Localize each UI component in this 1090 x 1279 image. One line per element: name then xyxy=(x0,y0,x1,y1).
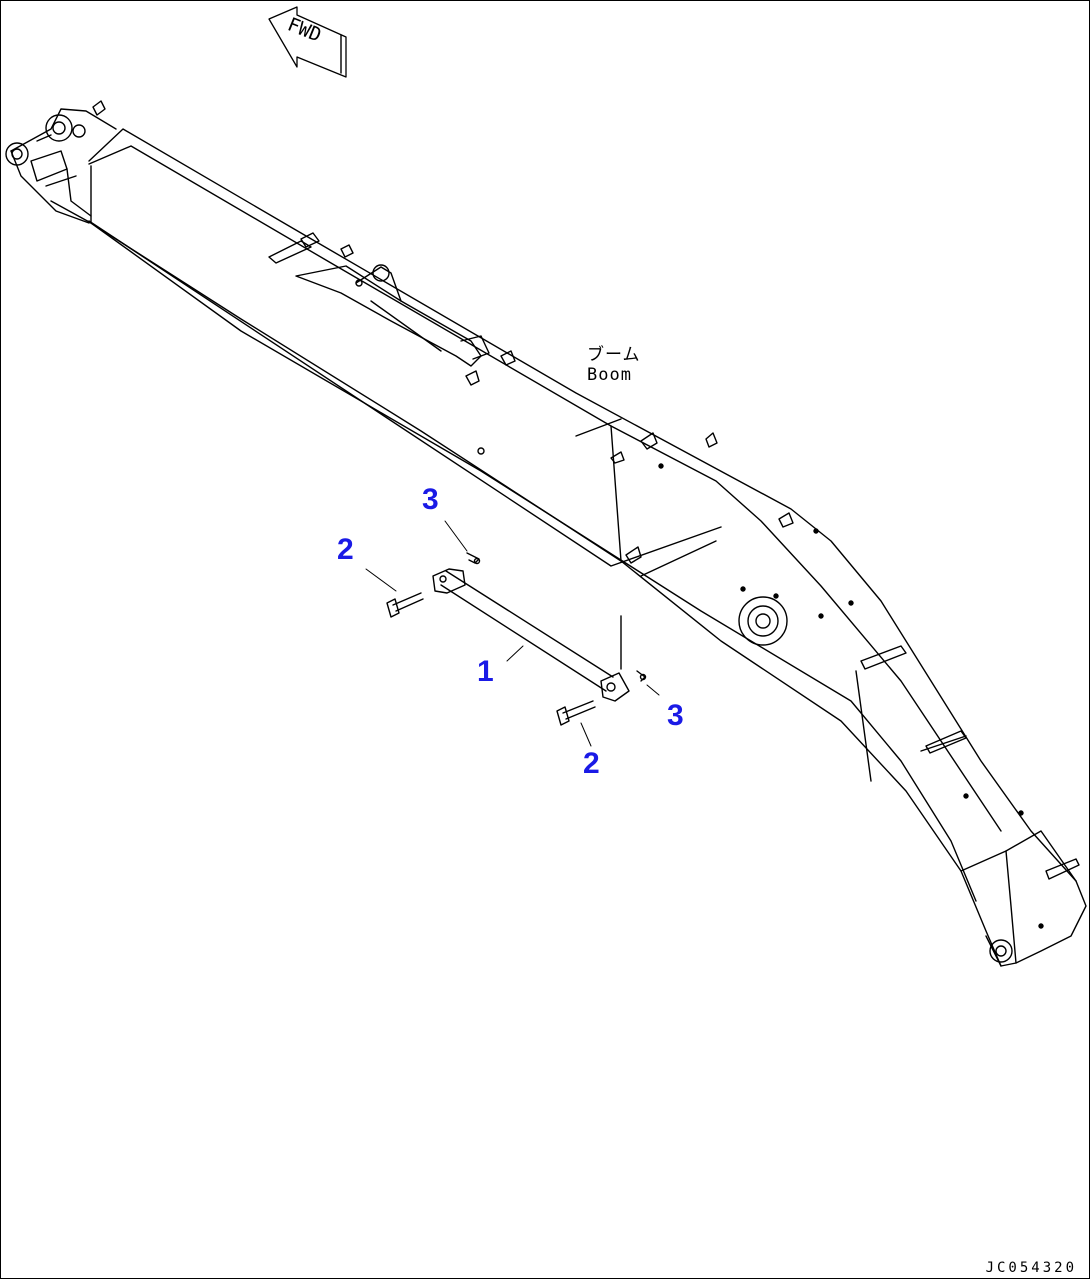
part-1-rod xyxy=(432,568,630,702)
callout-3-upper: 3 xyxy=(422,483,439,516)
boom-label-en: Boom xyxy=(587,365,632,385)
part-2-pin-upper xyxy=(386,592,424,618)
callout-2-upper: 2 xyxy=(337,533,354,566)
boom-body xyxy=(50,128,1087,967)
boom-head xyxy=(5,100,117,224)
part-3-clip-upper xyxy=(466,552,481,565)
callout-2-lower: 2 xyxy=(583,747,600,780)
callout-1: 1 xyxy=(477,655,494,688)
boom-label-jp: ブーム xyxy=(587,345,641,365)
top-bracket xyxy=(268,232,490,367)
part-3-clip-lower xyxy=(636,670,647,682)
leader-lines xyxy=(365,520,660,747)
callout-3-lower: 3 xyxy=(667,699,684,732)
drawing-code: JC054320 xyxy=(985,1260,1077,1276)
fwd-label: FWD xyxy=(284,13,324,46)
boom-label: ブーム Boom xyxy=(587,345,641,385)
part-2-pin-lower xyxy=(556,700,596,726)
fwd-arrow-icon: FWD xyxy=(268,6,347,78)
